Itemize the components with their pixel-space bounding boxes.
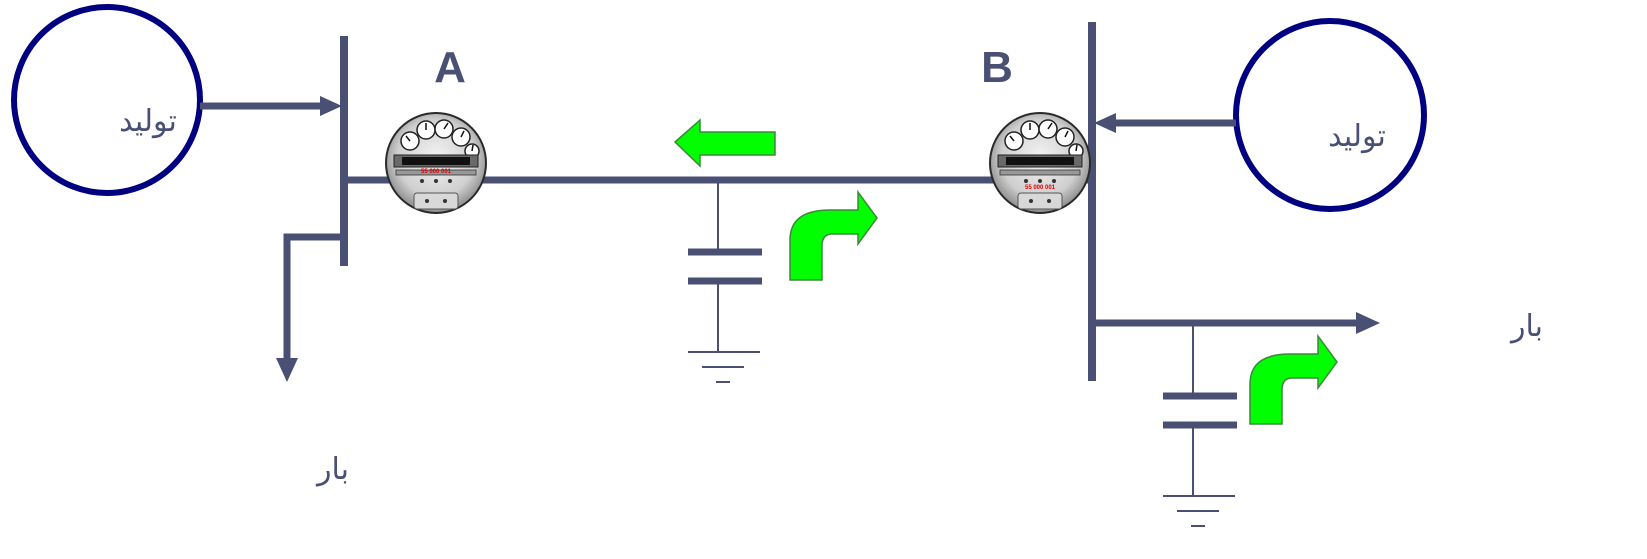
bus-b-label: B — [981, 43, 1013, 92]
generator-a-arrowhead — [320, 96, 342, 116]
meter-b-icon: 55 000 001 — [989, 112, 1091, 214]
load-a-label: بار — [315, 452, 349, 487]
load-b-arrowhead — [1356, 312, 1380, 334]
bus-a-label: A — [434, 43, 466, 92]
meter-a-icon: 55 000 001 — [385, 112, 487, 214]
load-a-feeder — [283, 233, 344, 360]
generator-a-circle — [11, 4, 203, 196]
generator-b-arrowhead — [1094, 113, 1116, 133]
reactive-flow-arrow-bus-b-capacitor — [1249, 333, 1338, 425]
reactive-flow-arrow-line-capacitor — [789, 189, 878, 281]
power-flow-arrow-left — [673, 118, 776, 168]
load-b-label: بار — [1509, 309, 1543, 344]
generator-b-label: تولید — [1328, 119, 1386, 154]
load-a-arrowhead — [276, 358, 298, 382]
generator-b-circle — [1233, 18, 1427, 212]
generator-a-label: تولید — [119, 104, 177, 139]
meter-b-serial: 55 000 001 — [1025, 185, 1056, 191]
meter-a-serial: 55 000 001 — [421, 169, 452, 175]
